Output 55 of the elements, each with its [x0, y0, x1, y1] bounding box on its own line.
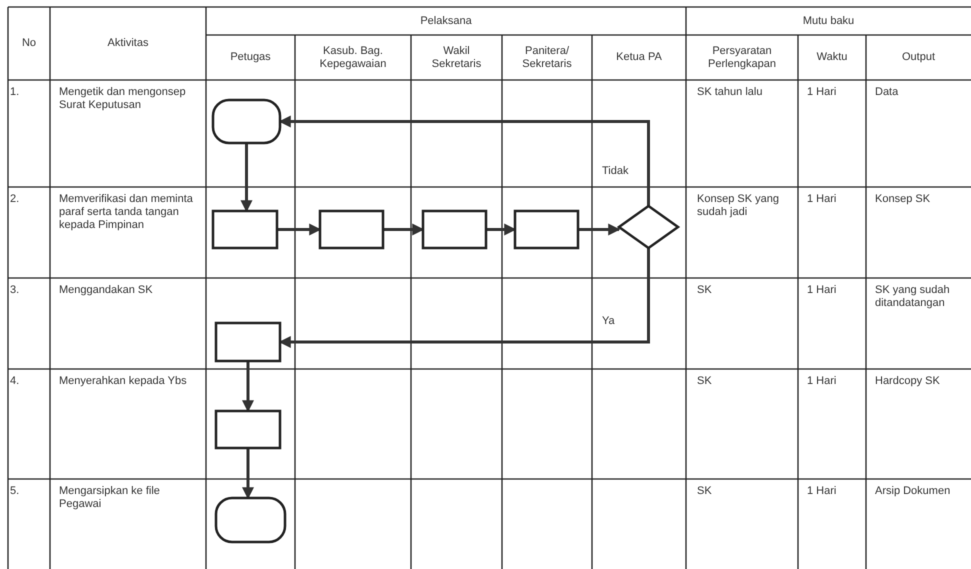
- time-text: 1 Hari: [807, 193, 838, 206]
- process-box: [320, 211, 383, 248]
- column-group-header: Mutu baku: [802, 14, 854, 28]
- column-header: Aktivitas: [108, 37, 148, 50]
- time-text: 1 Hari: [807, 485, 838, 498]
- arrow: [578, 224, 620, 236]
- terminator-shape: [213, 100, 280, 143]
- output-text: Hardcopy SK: [875, 375, 941, 388]
- arrow: [383, 224, 424, 236]
- process-box: [216, 323, 280, 361]
- activity-text: Mengarsipkan ke file Pegawai: [59, 485, 161, 511]
- decision-diamond: [619, 206, 678, 248]
- activity-text: Menyerahkan kepada Ybs: [59, 375, 188, 388]
- output-text: Konsep SK: [875, 193, 932, 206]
- requirement-text: SK: [697, 284, 713, 297]
- arrow: [486, 224, 516, 236]
- time-text: 1 Hari: [807, 86, 838, 99]
- requirement-text: Konsep SK yang sudah jadi: [697, 193, 780, 219]
- row-number: 4.: [10, 375, 20, 388]
- column-group-header: Pelaksana: [420, 14, 472, 28]
- time-text: 1 Hari: [807, 284, 838, 297]
- row-number: 3.: [10, 284, 20, 297]
- activity-text: Mengetik dan mengonsep Surat Keputusan: [59, 86, 187, 112]
- edge-label: Tidak: [601, 165, 630, 177]
- arrow: [242, 361, 254, 412]
- output-text: Data: [875, 86, 900, 99]
- arrow: [240, 143, 252, 212]
- process-box: [423, 211, 486, 248]
- column-header: Petugas: [230, 51, 271, 64]
- activity-text: Memverifikasi dan meminta paraf serta tanda tangan kepada Pimpinan: [59, 193, 194, 232]
- column-header: Panitera/ Sekretaris: [521, 44, 573, 70]
- requirement-text: SK tahun lalu: [697, 86, 764, 99]
- row-number: 5.: [10, 485, 20, 498]
- column-header: Output: [902, 51, 936, 64]
- arrow: [277, 224, 322, 236]
- output-text: SK yang sudah ditandatangan: [875, 284, 951, 310]
- edge-label: Ya: [601, 315, 616, 327]
- requirement-text: SK: [697, 485, 713, 498]
- output-text: Arsip Dokumen: [875, 485, 952, 498]
- terminator-shape: [216, 498, 285, 542]
- process-box: [515, 211, 578, 248]
- process-box: [216, 411, 280, 448]
- process-box: [213, 211, 277, 248]
- column-header: Ketua PA: [616, 51, 662, 64]
- requirement-text: SK: [697, 375, 713, 388]
- column-header: Waktu: [816, 51, 848, 64]
- column-header: Wakil Sekretaris: [430, 44, 482, 70]
- activity-text: Menggandakan SK: [59, 284, 154, 297]
- column-header: Persyaratan Perlengkapan: [707, 44, 777, 70]
- arrow: [242, 448, 254, 500]
- row-number: 1.: [10, 86, 20, 99]
- time-text: 1 Hari: [807, 375, 838, 388]
- column-header: No: [22, 37, 36, 50]
- column-header: Kasub. Bag. Kepegawaian: [318, 44, 388, 70]
- row-number: 2.: [10, 193, 20, 206]
